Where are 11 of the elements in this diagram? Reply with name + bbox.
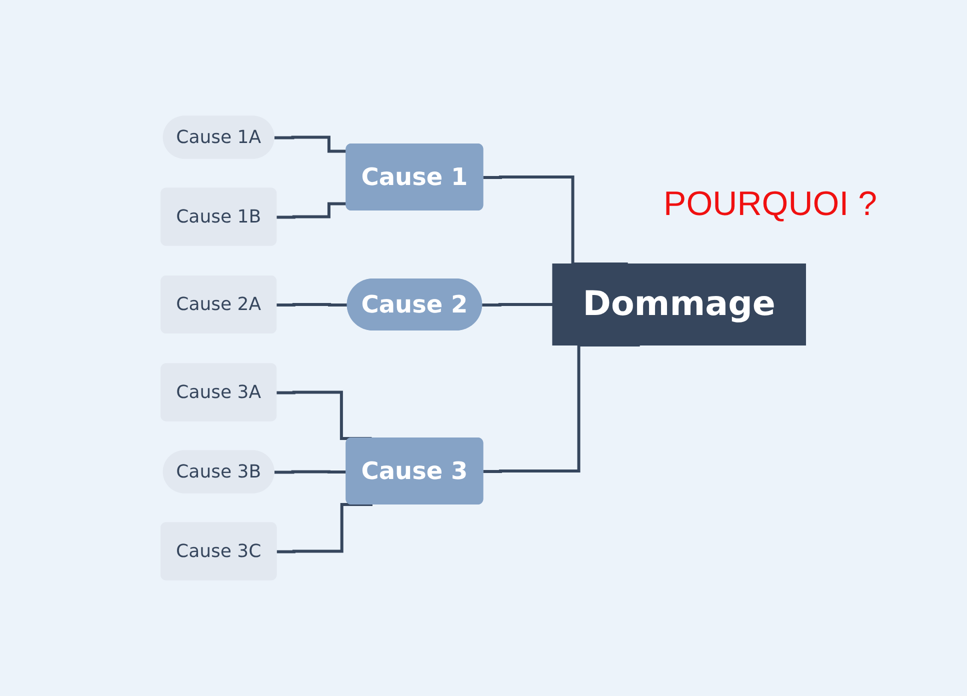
connector	[276, 303, 348, 306]
connector	[274, 470, 347, 474]
connector	[276, 390, 372, 440]
connector	[482, 303, 553, 306]
node-box: Dommage	[552, 264, 806, 346]
connector	[276, 202, 347, 219]
connector	[483, 176, 628, 266]
connector	[276, 503, 373, 554]
connector	[274, 136, 347, 153]
connector	[483, 344, 640, 473]
question-text: POURQUOI ?	[664, 185, 877, 224]
